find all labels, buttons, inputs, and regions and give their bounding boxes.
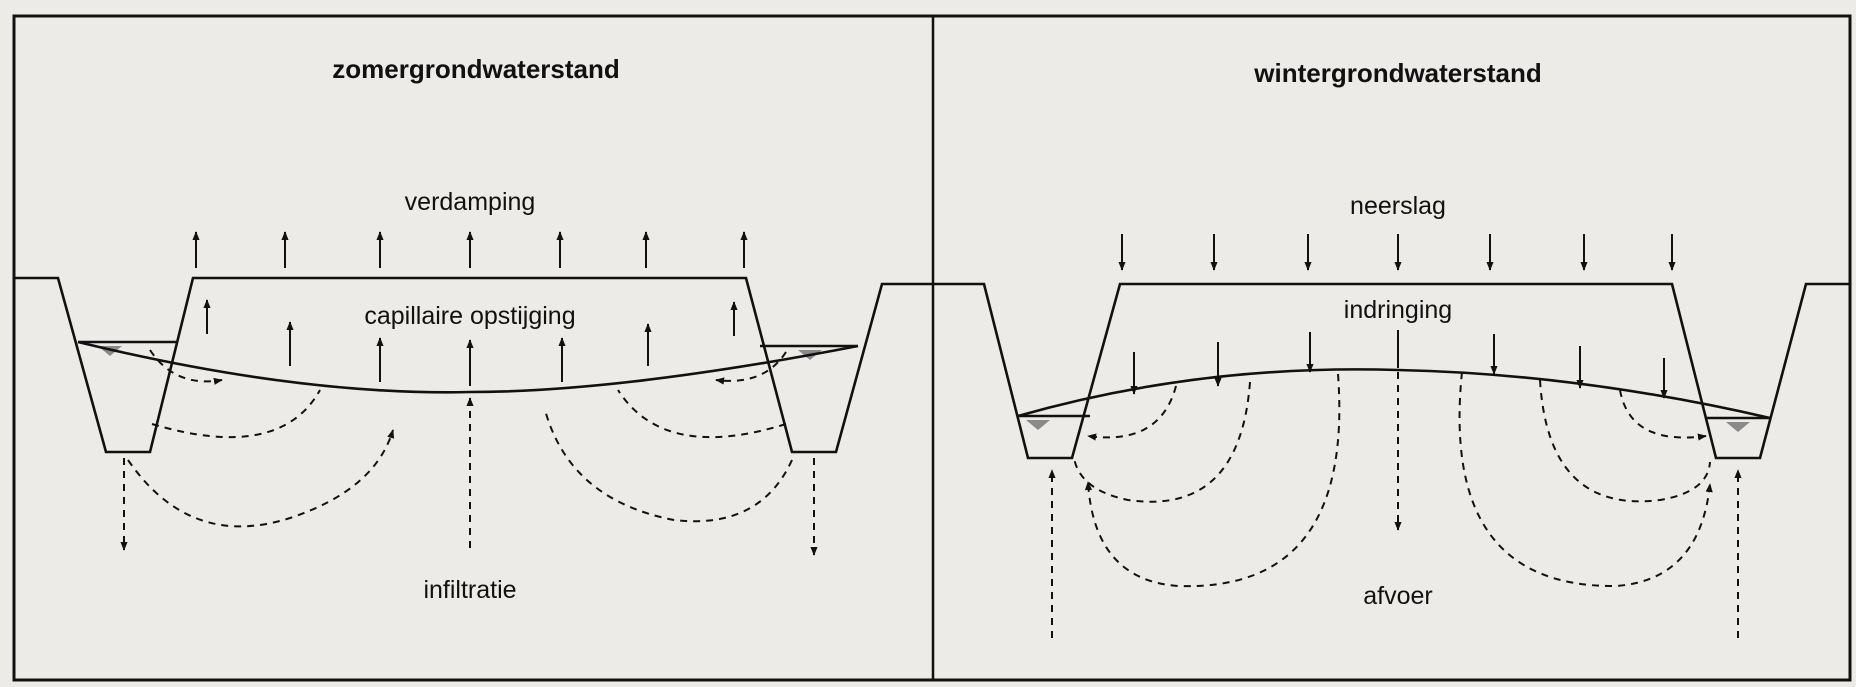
winter-panel: wintergrondwaterstand neerslag indringin… [933,58,1850,638]
winter-flow-arc [1458,371,1713,588]
summer-flow-arc [127,429,395,528]
winter-label-precipitation: neerslag [1350,192,1446,220]
winter-flow-arc [1619,389,1707,441]
winter-water-table [1017,368,1771,420]
summer-flow-arc [715,351,787,385]
winter-water-mark-right [1726,422,1750,432]
summer-label-evaporation: verdamping [405,188,536,216]
summer-panel: zomergrondwaterstand verdamping capillai… [14,54,933,604]
winter-flow-arc [1084,373,1341,588]
summer-flow-arc [617,389,787,439]
summer-label-infiltration: infiltratie [423,576,516,604]
winter-terrain-profile [933,282,1850,460]
winter-label-infiltration: indringing [1344,296,1452,324]
summer-flow-arc [151,389,321,439]
winter-label-discharge: afvoer [1363,582,1432,610]
summer-flow-arc [149,349,223,385]
winter-flow-arc [1087,385,1177,441]
summer-terrain-profile [14,276,933,454]
summer-label-capillary-rise: capillaire opstijging [364,302,575,330]
summer-water-table [77,340,859,394]
winter-flow-arc [1073,381,1251,503]
winter-title: wintergrondwaterstand [1253,58,1541,88]
summer-title: zomergrondwaterstand [332,54,620,84]
summer-flow-arc [544,409,793,523]
winter-flow-arc [1539,379,1711,503]
winter-water-mark-left [1026,420,1050,430]
